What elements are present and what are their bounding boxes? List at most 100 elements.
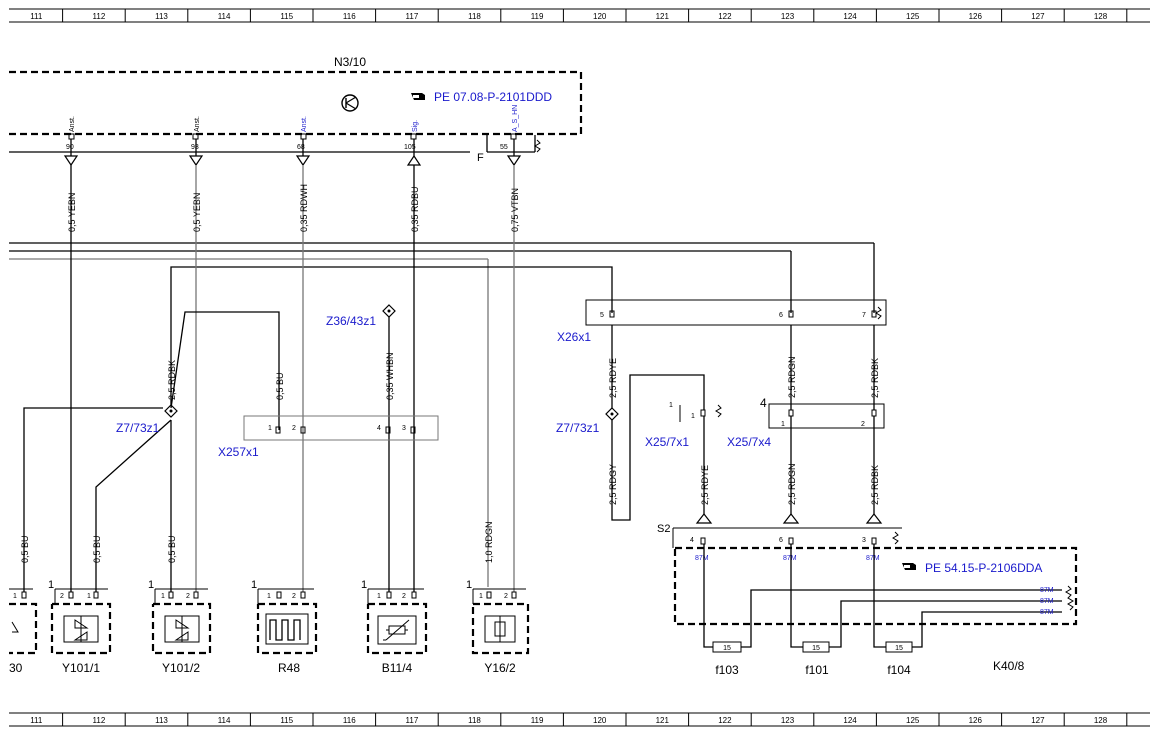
svg-text:0,75 VTBN: 0,75 VTBN xyxy=(510,188,520,232)
ruler-number: 126 xyxy=(969,12,983,21)
wire-y16: 1,0 RDGN xyxy=(484,521,494,563)
svg-text:Anst.: Anst. xyxy=(69,116,76,132)
temperature-sensor-icon xyxy=(377,615,417,645)
svg-text:1: 1 xyxy=(377,593,381,600)
ruler-number: 111 xyxy=(30,12,43,21)
svg-text:1: 1 xyxy=(691,413,695,420)
svg-text:3: 3 xyxy=(402,425,406,432)
svg-text:2,5 RDGN: 2,5 RDGN xyxy=(787,463,797,505)
connector-x25-7x1-label[interactable]: X25/7x1 xyxy=(645,435,689,449)
fuse-f103: 15 f103 xyxy=(703,624,752,677)
svg-text:4: 4 xyxy=(377,425,381,432)
svg-text:87M: 87M xyxy=(1040,587,1054,594)
ruler-number: 122 xyxy=(718,716,732,725)
ruler-number: 114 xyxy=(218,12,231,21)
wire-x26-5: 2,5 RDYE 2,5 RDGY Z7/73z1 xyxy=(556,325,705,521)
fuse-f104: 15 f104 xyxy=(873,624,923,677)
svg-text:f103: f103 xyxy=(715,663,739,677)
fuse-f101: 15 f101 xyxy=(790,624,842,677)
svg-text:6: 6 xyxy=(779,537,783,544)
component-y101-2: 1 1 2 Y101/2 xyxy=(148,579,212,675)
component-r48: 1 1 2 R48 xyxy=(251,579,318,675)
signal-f-label: F xyxy=(477,152,484,164)
solenoid-valve-icon xyxy=(484,615,516,643)
svg-text:87M: 87M xyxy=(783,555,797,562)
svg-text:0,5 YEBN: 0,5 YEBN xyxy=(67,193,77,232)
svg-text:B11/4: B11/4 xyxy=(382,661,413,675)
wire-s2-3: 2,5 RDBK xyxy=(865,416,883,524)
ruler-number: 113 xyxy=(155,716,168,725)
ruler-number: 111 xyxy=(30,716,43,725)
connector-x26: 5 6 7 X26x1 xyxy=(557,299,887,344)
ruler-number: 119 xyxy=(531,12,544,21)
bottom-wire-labels: 0,5 BU 0,5 BU 0,5 BU xyxy=(20,535,177,563)
connector-x25-7x4-label[interactable]: X25/7x4 xyxy=(727,435,771,449)
ruler-number: 125 xyxy=(906,716,920,725)
svg-text:0,35 RDWH: 0,35 RDWH xyxy=(299,184,309,232)
wire-pin-90: 0,5 YEBN xyxy=(67,165,77,592)
component-30: 1 30 xyxy=(9,588,38,675)
reference-hand-icon xyxy=(411,93,425,100)
svg-text:105: 105 xyxy=(404,144,416,151)
ruler-number: 118 xyxy=(468,716,481,725)
svg-text:4: 4 xyxy=(690,537,694,544)
solenoid-valve-icon xyxy=(63,615,99,643)
ruler-number: 113 xyxy=(155,12,168,21)
wire-x26-6: 2,5 RDGN xyxy=(787,325,797,410)
relay-reference-link[interactable]: PE 54.15-P-2106DDA xyxy=(925,561,1042,575)
ruler-number: 128 xyxy=(1094,12,1108,21)
svg-text:87M: 87M xyxy=(695,555,709,562)
svg-text:2,5 RDGY: 2,5 RDGY xyxy=(608,464,618,505)
ruler-number: 124 xyxy=(843,12,857,21)
svg-text:2: 2 xyxy=(402,593,406,600)
svg-text:2: 2 xyxy=(861,421,865,428)
solenoid-valve-icon xyxy=(164,615,200,643)
svg-text:87M: 87M xyxy=(1040,598,1054,605)
svg-text:1: 1 xyxy=(161,593,165,600)
svg-text:15: 15 xyxy=(895,645,903,652)
ruler-number: 128 xyxy=(1094,716,1108,725)
ruler-number: 112 xyxy=(93,12,106,21)
svg-text:S2: S2 xyxy=(657,523,670,535)
svg-text:2: 2 xyxy=(186,593,190,600)
transistor-symbol-icon xyxy=(341,94,359,112)
svg-text:68: 68 xyxy=(297,144,305,151)
connector-z7-right-label[interactable]: Z7/73z1 xyxy=(556,421,600,435)
svg-text:2,5 RDYE: 2,5 RDYE xyxy=(608,358,618,398)
svg-text:2,5 RDBK: 2,5 RDBK xyxy=(870,358,880,398)
connector-z36-label[interactable]: Z36/43z1 xyxy=(326,314,376,328)
svg-text:1,0 RDGN: 1,0 RDGN xyxy=(484,521,494,563)
connector-x257: 1 2 4 3 X257x1 xyxy=(218,415,439,459)
svg-text:87M: 87M xyxy=(1040,609,1054,616)
connector-x26-label[interactable]: X26x1 xyxy=(557,330,591,344)
svg-text:f101: f101 xyxy=(805,663,829,677)
svg-text:90: 90 xyxy=(66,144,74,151)
svg-text:1: 1 xyxy=(479,593,483,600)
svg-text:1: 1 xyxy=(267,593,271,600)
component-y16-2: 1 1 2 Y16/2 xyxy=(466,579,530,675)
module-reference-link[interactable]: PE 07.08-P-2101DDD xyxy=(434,90,552,104)
wire-pin-55: 0,75 VTBN xyxy=(510,165,520,592)
ruler-number: 114 xyxy=(218,716,231,725)
connector-x257-label[interactable]: X257x1 xyxy=(218,445,259,459)
connector-z7-left-label[interactable]: Z7/73z1 xyxy=(116,421,160,435)
ruler-number: 126 xyxy=(969,716,983,725)
ruler-number: 120 xyxy=(593,716,607,725)
svg-text:0,35 RDBU: 0,35 RDBU xyxy=(410,186,420,232)
ruler-number: 117 xyxy=(406,716,419,725)
wire-pin-93: 0,5 YEBN xyxy=(192,165,202,592)
svg-text:1: 1 xyxy=(148,579,154,591)
module-pin-93: 93 Anst. xyxy=(188,116,204,167)
svg-text:R48: R48 xyxy=(278,661,300,675)
module-pin-105: 105 Sig. xyxy=(404,120,422,166)
svg-text:0,5 BU: 0,5 BU xyxy=(20,535,30,563)
wire-pin-105: 0,35 RDBU xyxy=(410,165,420,592)
wiring-buses xyxy=(9,242,875,587)
svg-text:1: 1 xyxy=(669,402,673,409)
reference-hand-icon xyxy=(902,563,916,570)
wire-s2-6: 2,5 RDGN xyxy=(782,416,800,524)
svg-text:5: 5 xyxy=(600,312,604,319)
ruler-number: 117 xyxy=(406,12,419,21)
